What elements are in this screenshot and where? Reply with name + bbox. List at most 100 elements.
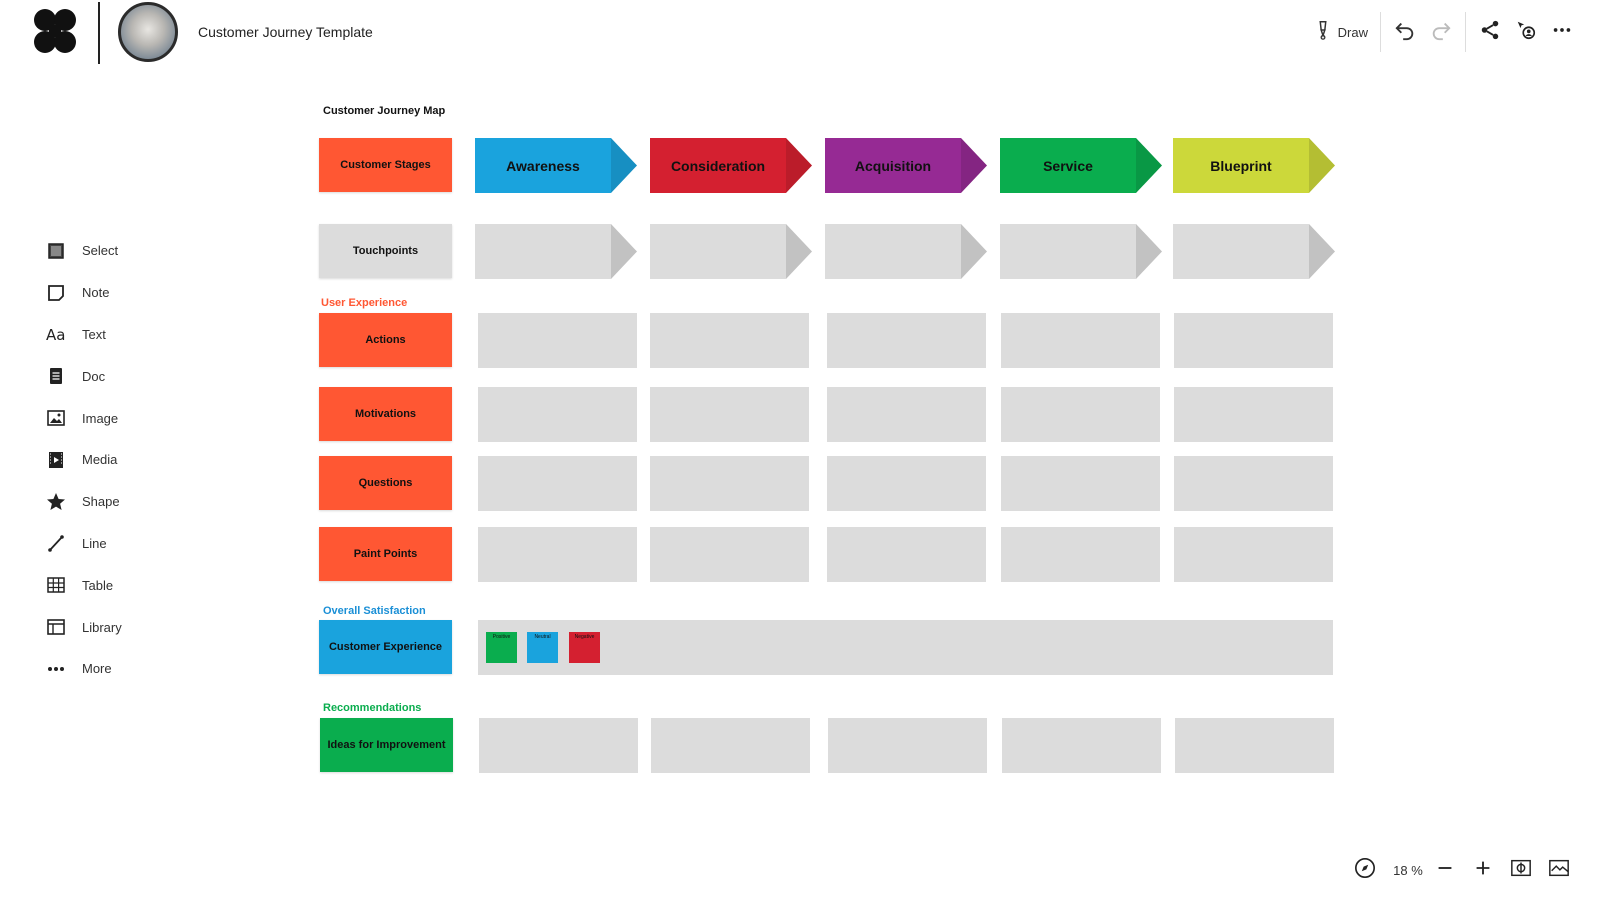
journey-cell[interactable] xyxy=(1174,313,1333,368)
stage-arrow-service[interactable]: Service xyxy=(1000,138,1162,193)
avatar[interactable] xyxy=(118,2,178,62)
journey-cell[interactable] xyxy=(1001,527,1160,582)
tool-label: Shape xyxy=(82,494,120,510)
touchpoint-arrow[interactable] xyxy=(1173,224,1335,279)
customer-experience-label[interactable]: Customer Experience xyxy=(319,620,452,674)
minimap-button[interactable] xyxy=(1540,854,1578,886)
touchpoint-arrow[interactable] xyxy=(825,224,987,279)
tool-note-button[interactable]: Note xyxy=(44,272,184,314)
undo-icon xyxy=(1394,19,1416,46)
arrow-shape xyxy=(650,138,812,193)
journey-cell[interactable] xyxy=(1001,456,1160,511)
tool-label: Note xyxy=(82,285,110,301)
idea-cell[interactable] xyxy=(1002,718,1161,773)
user-experience-heading[interactable]: User Experience xyxy=(321,297,408,309)
note-icon xyxy=(44,281,68,305)
ideas-label[interactable]: Ideas for Improvement xyxy=(320,718,453,772)
stage-arrow-awareness[interactable]: Awareness xyxy=(475,138,637,193)
journey-cell[interactable] xyxy=(1001,313,1160,368)
motivations-label[interactable]: Motivations xyxy=(319,387,452,441)
actions-label[interactable]: Actions xyxy=(319,313,452,367)
navigate-button[interactable] xyxy=(1346,854,1384,886)
tool-doc-button[interactable]: Doc xyxy=(44,355,184,397)
zoom-out-button[interactable] xyxy=(1426,854,1464,886)
journey-cell[interactable] xyxy=(1174,527,1333,582)
compass-icon xyxy=(1354,857,1376,884)
journey-cell[interactable] xyxy=(478,387,637,442)
tool-shape-button[interactable]: Shape xyxy=(44,481,184,523)
arrow-shape xyxy=(475,138,637,193)
tool-label: Media xyxy=(82,452,118,468)
idea-cell[interactable] xyxy=(479,718,638,773)
stage-arrow-blueprint[interactable]: Blueprint xyxy=(1173,138,1335,193)
idea-cell[interactable] xyxy=(1175,718,1334,773)
document-title[interactable]: Customer Journey Template xyxy=(198,24,373,40)
plus-icon xyxy=(1472,857,1494,884)
more-options-button[interactable] xyxy=(1544,14,1580,50)
journey-cell[interactable] xyxy=(827,527,986,582)
journey-cell[interactable] xyxy=(827,456,986,511)
tool-line-button[interactable]: Line xyxy=(44,523,184,565)
journey-cell[interactable] xyxy=(650,313,809,368)
journey-cell[interactable] xyxy=(478,313,637,368)
journey-cell[interactable] xyxy=(478,456,637,511)
journey-cell[interactable] xyxy=(1174,387,1333,442)
journey-cell[interactable] xyxy=(650,456,809,511)
tool-more-button[interactable]: More xyxy=(44,648,184,690)
stage-label: Consideration xyxy=(670,157,766,174)
satisfaction-strip[interactable] xyxy=(478,620,1333,675)
minus-icon xyxy=(1434,857,1456,884)
app-logo[interactable] xyxy=(32,8,78,54)
arrow-shape xyxy=(1173,224,1335,279)
redo-icon xyxy=(1430,19,1452,46)
sentiment-note-negative[interactable]: Negative xyxy=(569,632,600,663)
questions-label[interactable]: Questions xyxy=(319,456,452,510)
tool-label: Image xyxy=(82,410,119,426)
journey-cell[interactable] xyxy=(1001,387,1160,442)
journey-cell[interactable] xyxy=(827,387,986,442)
tool-image-button[interactable]: Image xyxy=(44,397,184,439)
journey-cell[interactable] xyxy=(650,527,809,582)
shape-icon xyxy=(44,490,68,514)
sentiment-note-positive[interactable]: Positive xyxy=(486,632,517,663)
zoom-in-button[interactable] xyxy=(1464,854,1502,886)
journey-cell[interactable] xyxy=(1174,456,1333,511)
fit-screen-button[interactable] xyxy=(1502,854,1540,886)
zoom-level[interactable]: 18 % xyxy=(1393,862,1423,878)
tool-label: Text xyxy=(82,326,106,342)
journey-cell[interactable] xyxy=(650,387,809,442)
idea-cell[interactable] xyxy=(651,718,810,773)
touchpoint-arrow[interactable] xyxy=(1000,224,1162,279)
share-button[interactable] xyxy=(1472,14,1508,50)
overall-satisfaction-heading[interactable]: Overall Satisfaction xyxy=(323,605,426,617)
touchpoints-label[interactable]: Touchpoints xyxy=(319,224,452,278)
arrow-shape xyxy=(1000,138,1162,193)
tool-table-button[interactable]: Table xyxy=(44,564,184,606)
recommendations-heading[interactable]: Recommendations xyxy=(323,702,422,714)
sentiment-note-neutral[interactable]: Neutral xyxy=(527,632,558,663)
journey-cell[interactable] xyxy=(478,527,637,582)
touchpoint-arrow[interactable] xyxy=(650,224,812,279)
presence-button[interactable] xyxy=(1508,14,1544,50)
tool-library-button[interactable]: Library xyxy=(44,606,184,648)
touchpoint-arrow[interactable] xyxy=(475,224,637,279)
image-icon xyxy=(44,406,68,430)
draw-label: Draw xyxy=(1337,24,1368,40)
journey-cell[interactable] xyxy=(827,313,986,368)
tool-select-button[interactable]: Select xyxy=(44,230,184,272)
idea-cell[interactable] xyxy=(828,718,987,773)
undo-button[interactable] xyxy=(1387,14,1423,50)
stage-arrow-consideration[interactable]: Consideration xyxy=(650,138,812,193)
tool-media-button[interactable]: Media xyxy=(44,439,184,481)
board-title[interactable]: Customer Journey Map xyxy=(323,105,446,117)
draw-button[interactable]: Draw xyxy=(1312,14,1374,50)
stage-arrow-acquisition[interactable]: Acquisition xyxy=(825,138,987,193)
tool-label: Line xyxy=(82,535,107,551)
redo-button[interactable] xyxy=(1423,14,1459,50)
pain-points-label[interactable]: Paint Points xyxy=(319,527,452,581)
customer-stages-label[interactable]: Customer Stages xyxy=(319,138,452,192)
line-icon xyxy=(44,531,68,555)
ellipsis-icon xyxy=(1551,19,1573,46)
